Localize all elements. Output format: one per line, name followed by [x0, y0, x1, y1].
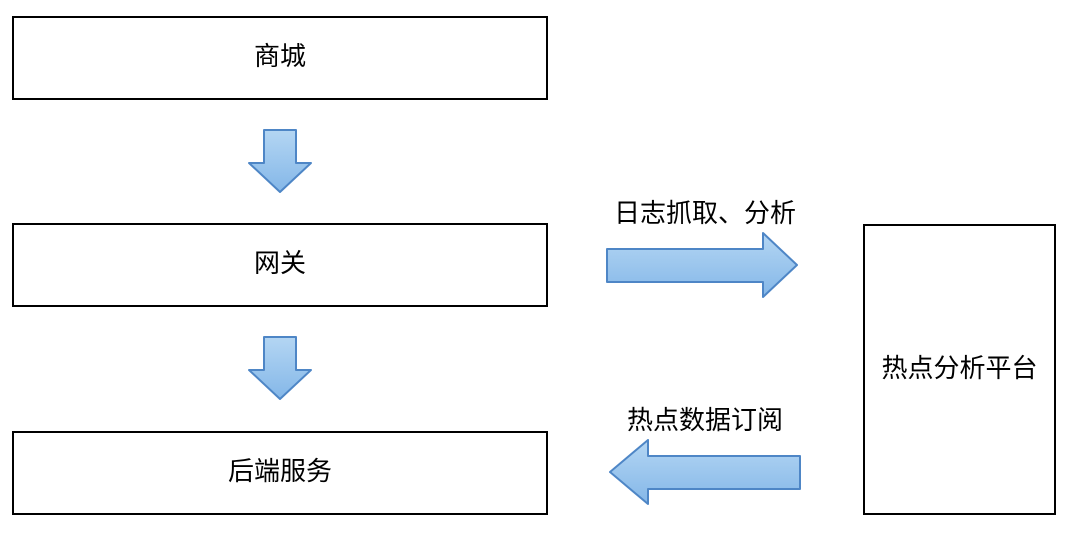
- node-backend-service-label: 后端服务: [227, 457, 332, 488]
- node-hotspot-platform-label: 热点分析平台: [881, 353, 1038, 384]
- node-mall-label: 商城: [253, 42, 306, 73]
- down-arrow-icon: [248, 336, 312, 400]
- node-gateway-label: 网关: [253, 249, 306, 280]
- edge-label-log-capture: 日志抓取、分析: [613, 199, 796, 229]
- left-arrow-icon: [609, 439, 801, 505]
- down-arrow-icon: [248, 129, 312, 193]
- node-gateway: 网关: [12, 223, 548, 307]
- node-backend-service: 后端服务: [12, 431, 548, 515]
- node-hotspot-platform: 热点分析平台: [863, 224, 1056, 515]
- right-arrow-icon: [606, 232, 798, 298]
- node-mall: 商城: [12, 16, 548, 100]
- edge-label-hotspot-subscription: 热点数据订阅: [626, 406, 783, 436]
